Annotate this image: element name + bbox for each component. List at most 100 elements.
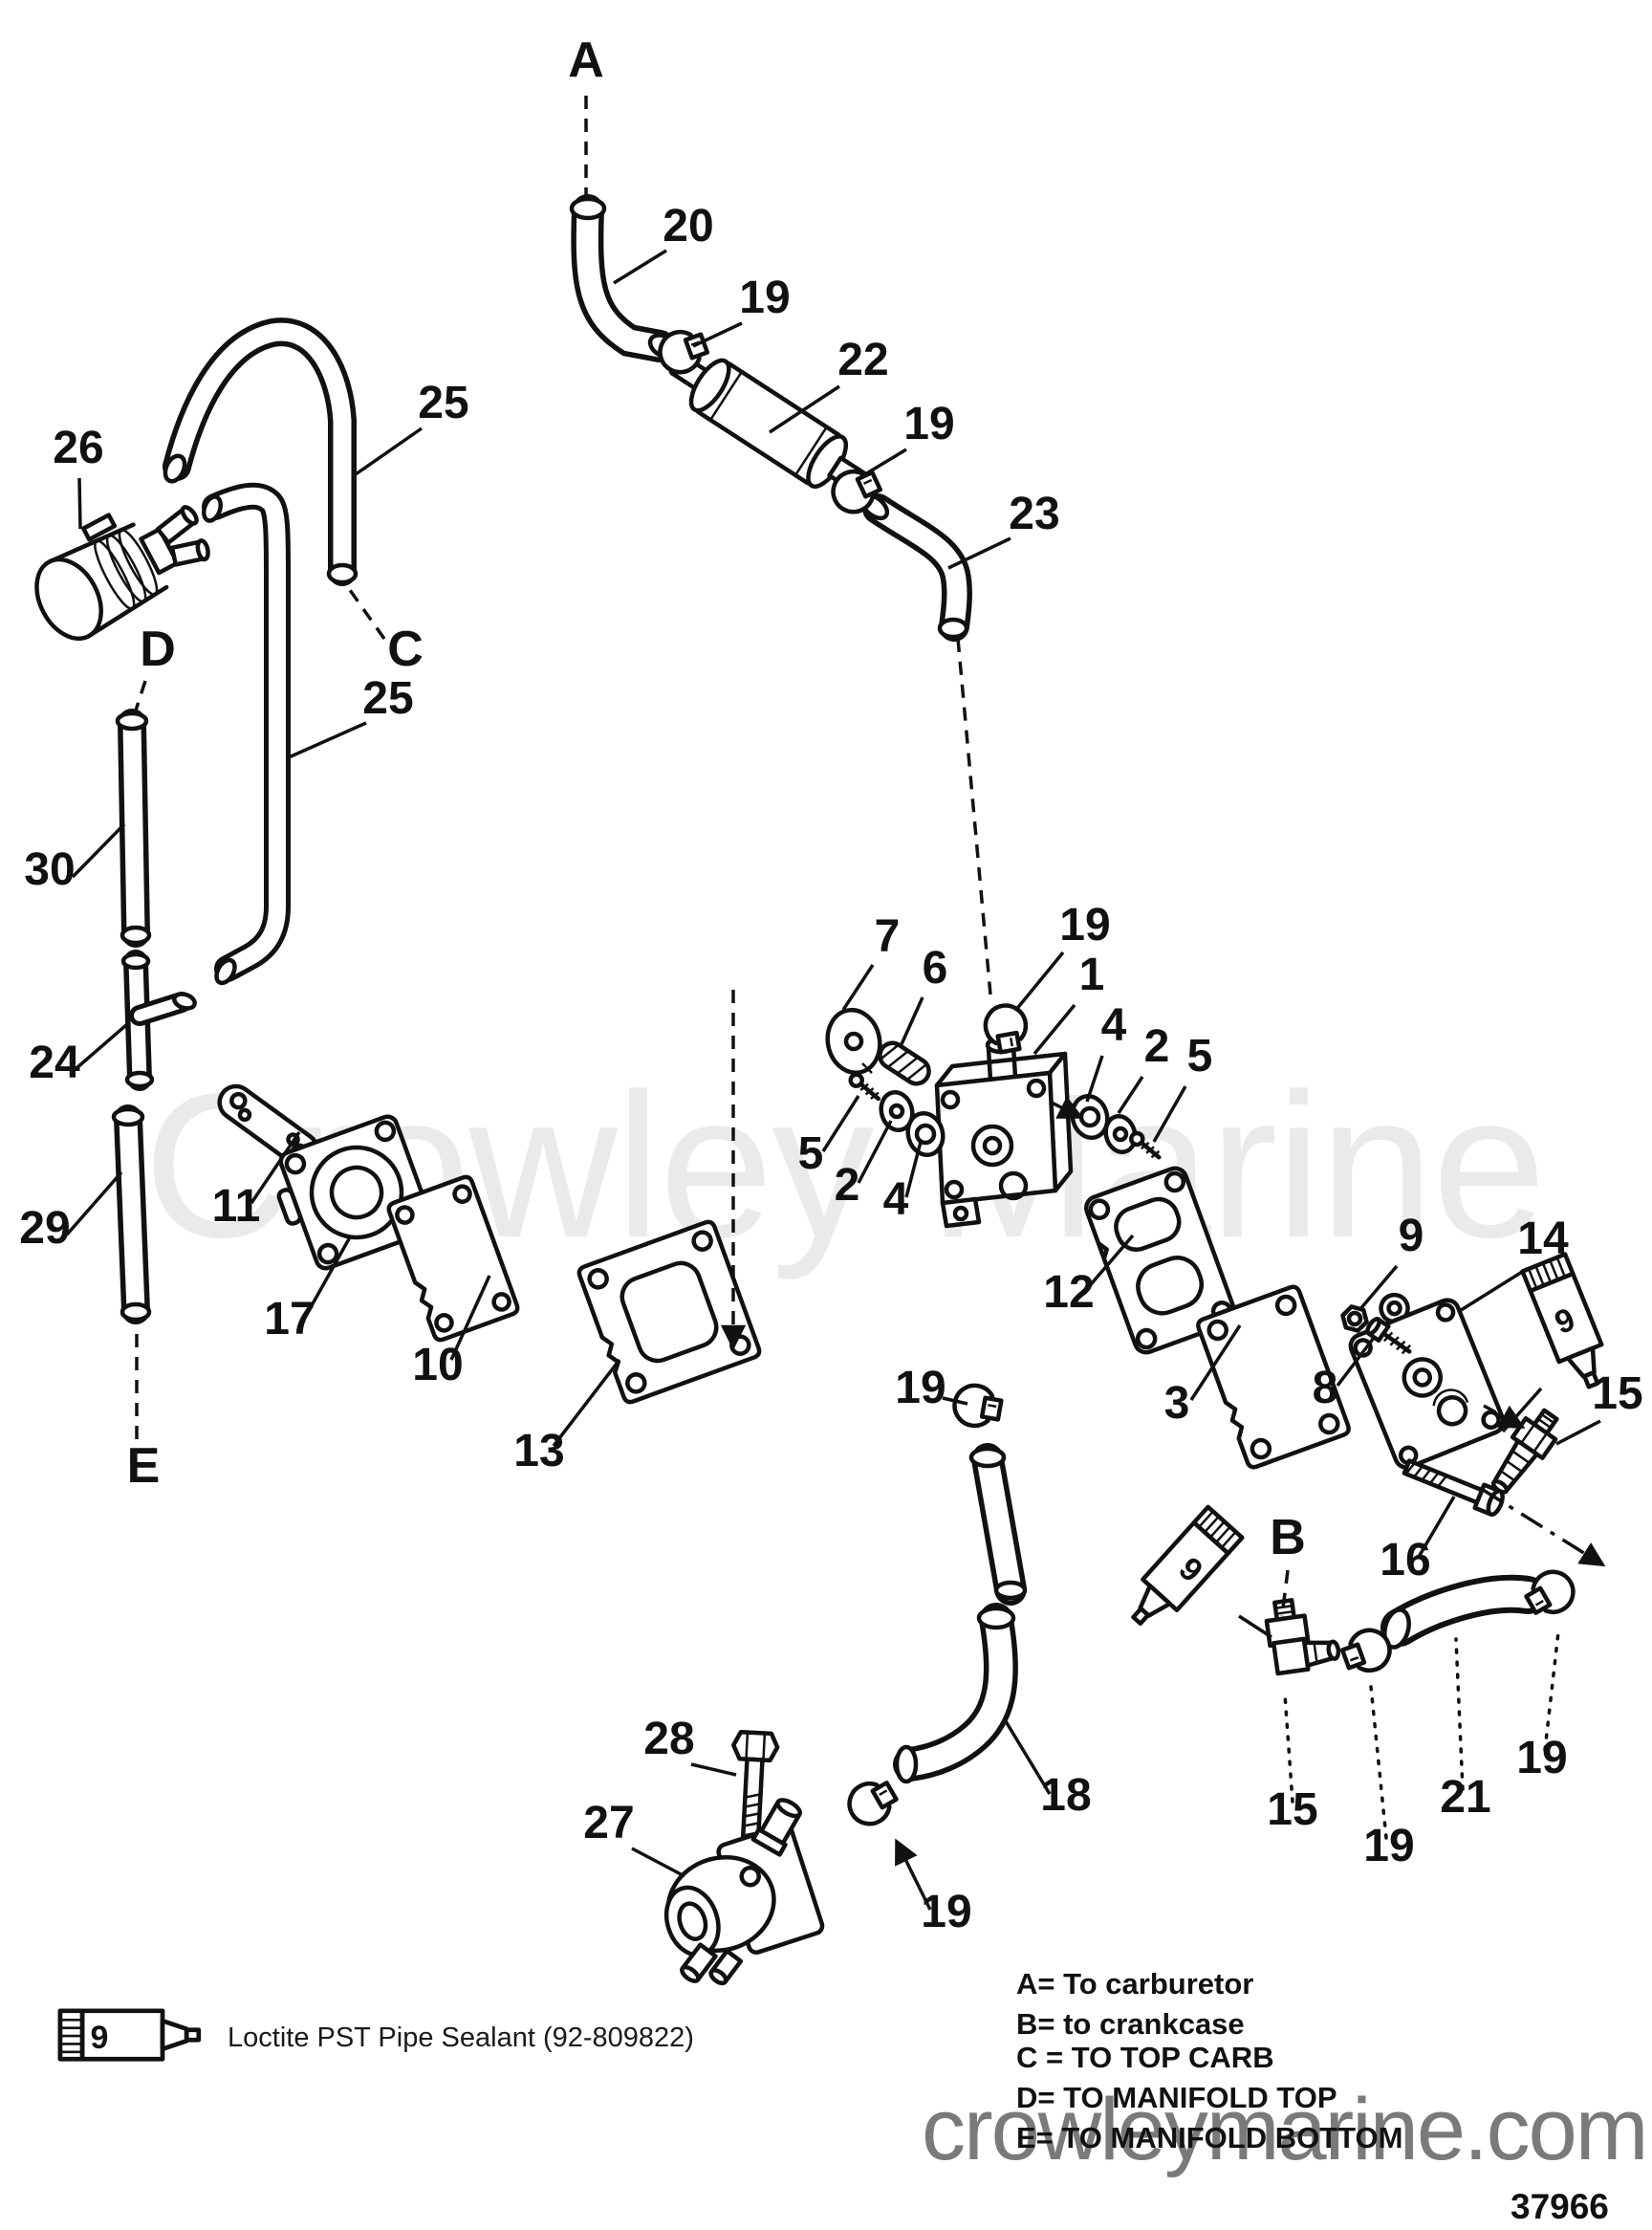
part-10-gasket: [386, 1174, 520, 1343]
callout-12: 12: [1043, 1267, 1094, 1318]
callout-22: 22: [837, 335, 888, 385]
leader-27: [631, 1847, 685, 1878]
leader-20: [613, 249, 667, 285]
hose-23: [859, 492, 972, 642]
leader-4: [904, 1141, 923, 1198]
callout-5: 5: [798, 1128, 824, 1179]
callout-19: 19: [1516, 1733, 1567, 1783]
leader-15: [1283, 1693, 1294, 1804]
leader-15: [1555, 1419, 1601, 1446]
callout-15: 15: [1267, 1784, 1317, 1835]
callout-B: B: [1270, 1510, 1306, 1565]
leader-14: [1457, 1267, 1528, 1314]
callout-19: 19: [921, 1887, 971, 1937]
leader-6: [900, 996, 924, 1045]
leader-13: [552, 1358, 621, 1448]
leader-22: [769, 384, 840, 434]
sealant-icon-label: 9: [91, 2020, 109, 2056]
leader-19: [692, 321, 743, 348]
part-28-bolt: [730, 1729, 780, 1843]
leader-19: [942, 1396, 968, 1406]
callout-20: 20: [663, 201, 713, 251]
callout-16: 16: [1380, 1535, 1430, 1585]
callout-17: 17: [264, 1294, 315, 1345]
callout-19: 19: [1363, 1821, 1414, 1871]
leader-30: [71, 822, 126, 879]
callout-4: 4: [883, 1174, 909, 1225]
leader-19: [864, 448, 907, 476]
hose-25-upper: [163, 317, 359, 586]
part-15-elbow-fitting-left: [1264, 1598, 1341, 1676]
part-16-bolt: [1402, 1458, 1505, 1517]
callout-D: D: [140, 622, 176, 677]
callout-26: 26: [53, 423, 103, 473]
leader-25: [355, 426, 423, 476]
sealant-note: 9 Loctite PST Pipe Sealant (92-809822): [60, 2011, 694, 2059]
callout-18: 18: [1040, 1770, 1091, 1821]
sealant-note-text: Loctite PST Pipe Sealant (92-809822): [228, 2022, 694, 2053]
leader-19: [1369, 1685, 1388, 1840]
legend-line-b: B= to crankcase: [1016, 2007, 1245, 2041]
hose-25-lower: [202, 482, 291, 986]
callout-C: C: [387, 622, 424, 677]
part-27-primer-pump: [663, 1798, 825, 1986]
legend-line-a: A= To carburetor: [1016, 1967, 1253, 2000]
tube-18-straight: [968, 1443, 1028, 1606]
leader-16: [1417, 1496, 1456, 1558]
leader-26: [77, 477, 82, 530]
part-19-clamp: [842, 1774, 902, 1831]
callout-2: 2: [1144, 1021, 1170, 1072]
leader-19: [895, 1838, 932, 1911]
callout-6: 6: [923, 943, 948, 994]
legend: A= To carburetor B= to crankcase C = TO …: [1016, 1967, 1402, 2154]
part-12-gasket: [1084, 1166, 1237, 1355]
callout-30: 30: [24, 844, 75, 895]
leader-4: [1085, 1055, 1104, 1103]
leader-18: [1004, 1720, 1052, 1795]
callout-9: 9: [1399, 1211, 1424, 1261]
legend-line-e: E= TO MANIFOLD BOTTOM: [1016, 2121, 1402, 2154]
leader-5: [821, 1095, 860, 1152]
callout-1: 1: [1079, 950, 1105, 1000]
leader-9: [1358, 1264, 1399, 1312]
callout-5: 5: [1187, 1031, 1213, 1082]
part-2-washer-left: [879, 1089, 915, 1133]
callout-27: 27: [583, 1798, 634, 1848]
hose-21: [1380, 1574, 1547, 1650]
callout-28: 28: [643, 1714, 694, 1764]
part-6-spring: [878, 1040, 931, 1086]
leader-19: [1013, 951, 1065, 1013]
callout-15: 15: [1592, 1368, 1642, 1419]
callout-24: 24: [29, 1038, 80, 1088]
assembly-direction-arrow: [1479, 1486, 1606, 1567]
callout-4: 4: [1101, 1000, 1127, 1051]
leader-D: [133, 680, 147, 714]
leader-24: [75, 1023, 128, 1070]
leader-11: [250, 1131, 301, 1204]
leader-25: [288, 721, 367, 759]
alignment-line-hose23-pump: [956, 638, 992, 995]
leader-2: [1117, 1076, 1144, 1114]
leader-29: [65, 1170, 123, 1236]
callout-25: 25: [362, 673, 413, 724]
tee-fitting-24: [120, 950, 197, 1091]
legend-line-d: D= TO MANIFOLD TOP: [1016, 2081, 1337, 2114]
callout-29: 29: [19, 1203, 70, 1254]
leader-12: [1084, 1234, 1135, 1292]
sealant-leader-left: [1238, 1614, 1272, 1639]
leader-B: [1280, 1569, 1290, 1617]
leader-8: [1336, 1336, 1376, 1388]
callout-A: A: [568, 33, 604, 88]
assembly-arrow-small-pump: [1049, 1096, 1084, 1119]
part-9-nut: [1340, 1304, 1369, 1333]
leader-C: [348, 588, 386, 641]
leader-3: [1189, 1324, 1242, 1401]
callout-2: 2: [835, 1160, 860, 1211]
leader-28: [690, 1762, 737, 1777]
callout-19: 19: [1059, 900, 1110, 951]
part-5-screw-left: [848, 1072, 880, 1102]
leader-21: [1454, 1637, 1465, 1791]
leader-1: [1032, 1003, 1076, 1056]
legend-line-c: C = TO TOP CARB: [1016, 2041, 1274, 2074]
